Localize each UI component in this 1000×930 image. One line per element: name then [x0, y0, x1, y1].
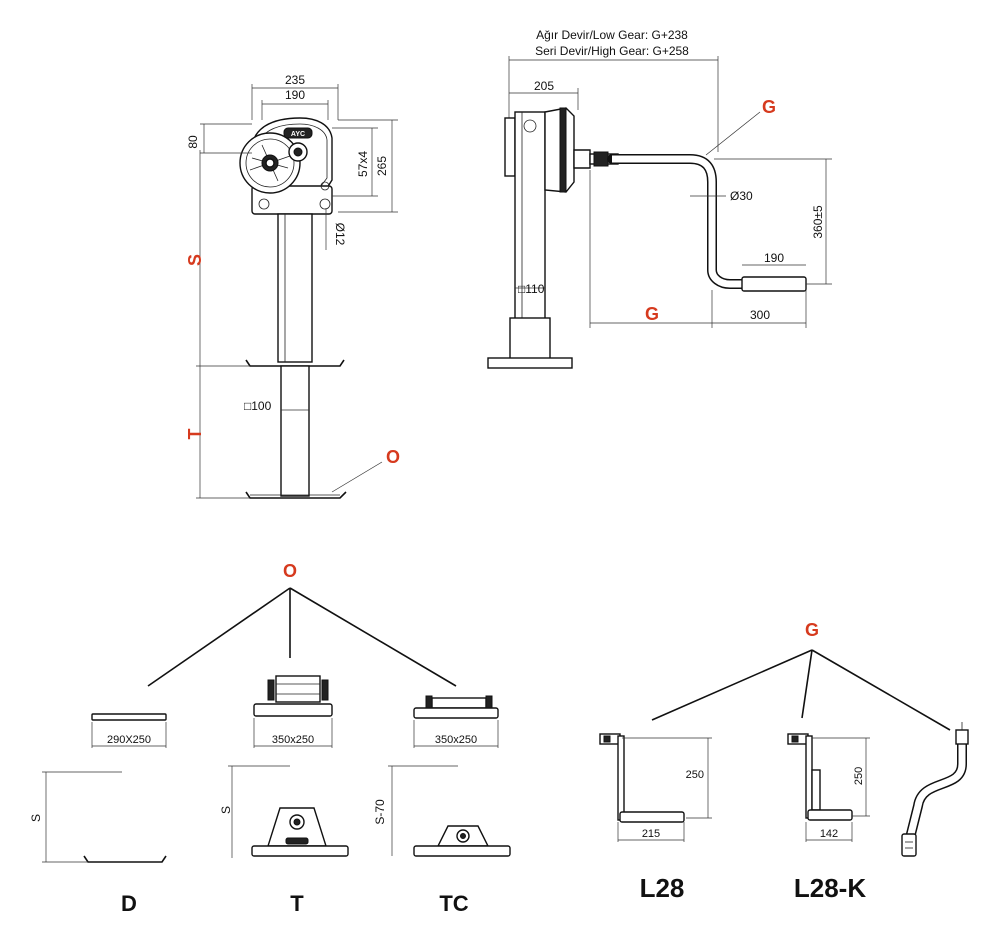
callout-G-group: G [805, 620, 819, 640]
crank-option-curved [901, 722, 969, 857]
side-mount-plate [504, 117, 516, 177]
foot-D-size: 290X250 [107, 734, 151, 746]
upper-tube [277, 213, 313, 363]
foot-T-size: 350x250 [272, 734, 314, 746]
callout-O: O [386, 447, 400, 467]
foot-option-T: 350x250 S T [219, 675, 349, 916]
dim-360: 360±5 [811, 205, 825, 239]
foot-T-code: T [290, 891, 304, 916]
crank-L28-code: L28 [640, 873, 685, 903]
side-crank-grip [741, 276, 807, 292]
foot-TC-size: 350x250 [435, 734, 477, 746]
svg-text:AYC: AYC [291, 131, 305, 138]
side-view: Ağır Devir/Low Gear: G+238 Seri Devir/Hi… [487, 28, 832, 369]
dim-235: 235 [285, 73, 305, 87]
foot-TC-height: S-70 [373, 799, 387, 825]
callout-T: T [185, 429, 205, 440]
crank-L28-height: 250 [686, 769, 704, 781]
dim-190: 190 [285, 88, 305, 102]
dim-205: 205 [534, 79, 554, 93]
callout-G-top: G [762, 97, 776, 117]
foot-T-height: S [219, 806, 233, 814]
crank-options: G 250 215 L28 [599, 620, 969, 903]
crank-L28-grip [619, 811, 685, 823]
brand-logo [283, 127, 313, 139]
crank-L28K-grip [807, 809, 853, 821]
crank-L28-arm [617, 735, 625, 821]
dim-shaft-30: Ø30 [730, 189, 753, 203]
foot-plate [245, 491, 347, 499]
dim-80: 80 [186, 135, 200, 149]
label-high-gear: Seri Devir/High Gear: G+258 [535, 44, 689, 58]
foot-option-D: 290X250 S D [29, 713, 167, 916]
dim-tube-110: □110 [518, 282, 545, 296]
crank-L28-width: 215 [642, 828, 660, 840]
foot-D-code: D [121, 891, 137, 916]
dim-grip-190: 190 [764, 251, 784, 265]
dim-300: 300 [750, 308, 770, 322]
foot-TC-code: TC [439, 891, 468, 916]
dim-hole-12: Ø12 [333, 223, 347, 246]
crank-option-L28K: 250 142 L28-K [787, 733, 870, 903]
callout-G-bottom: G [645, 304, 659, 324]
foot-TC-plate [413, 707, 499, 719]
front-view: AYC 235 190 80 57x4 265 [185, 73, 400, 499]
crank-L28K-code: L28-K [794, 873, 866, 903]
crank-option-L28: 250 215 L28 [599, 733, 712, 903]
label-low-gear: Ağır Devir/Low Gear: G+238 [536, 28, 688, 42]
foot-options: O 290X250 S D 3 [29, 561, 511, 916]
foot-D-height: S [29, 814, 43, 822]
foot-T-plate [253, 703, 333, 717]
crank-L28K-arm [805, 735, 813, 819]
crank-L28K-width: 142 [820, 828, 838, 840]
dim-57x4: 57x4 [356, 151, 370, 177]
foot-D-plate [91, 713, 167, 721]
side-foot [487, 357, 573, 369]
callout-O-group: O [283, 561, 297, 581]
dim-tube-100: □100 [244, 399, 272, 413]
callout-S: S [185, 254, 205, 266]
dim-265: 265 [375, 156, 389, 176]
lower-tube [280, 365, 310, 497]
foot-option-TC: 350x250 S-70 TC [373, 695, 511, 916]
crank-L28K-height: 250 [853, 767, 865, 785]
